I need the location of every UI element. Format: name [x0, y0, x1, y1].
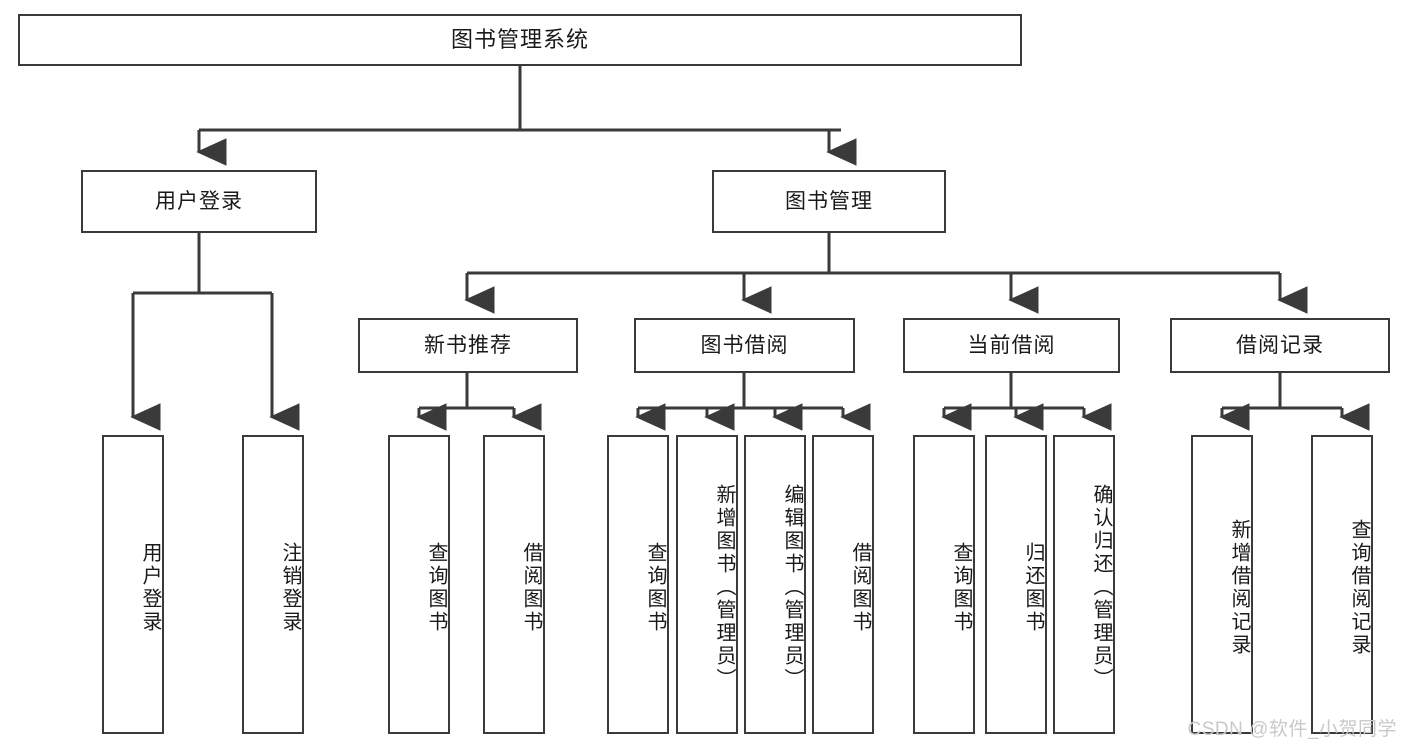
node-leaf-user-login[interactable]: 用户登录 — [102, 435, 164, 734]
node-new-book-rec-label: 新书推荐 — [424, 333, 512, 357]
node-leaf-borrow-book-2[interactable]: 借阅图书 — [812, 435, 874, 734]
node-leaf-add-book-label: 新增图书（管理员） — [713, 484, 735, 691]
node-root-label: 图书管理系统 — [450, 26, 589, 52]
node-book-borrow-label: 图书借阅 — [700, 333, 789, 357]
node-user-login-label: 用户登录 — [155, 189, 243, 213]
node-leaf-add-record[interactable]: 新增借阅记录 — [1191, 435, 1253, 734]
node-leaf-query-book-2-label: 查询图书 — [644, 541, 666, 634]
node-leaf-user-login-label: 用户登录 — [139, 541, 161, 634]
node-leaf-query-book-1[interactable]: 查询图书 — [388, 435, 450, 734]
node-book-manage-label: 图书管理 — [785, 189, 873, 213]
node-leaf-logout-label: 注销登录 — [279, 541, 301, 634]
node-leaf-borrow-book-2-label: 借阅图书 — [849, 541, 871, 634]
node-leaf-query-record-label: 查询借阅记录 — [1348, 518, 1370, 657]
node-book-manage[interactable]: 图书管理 — [712, 170, 946, 233]
node-root[interactable]: 图书管理系统 — [18, 14, 1022, 66]
node-leaf-borrow-book-1-label: 借阅图书 — [520, 541, 542, 634]
node-borrow-record-label: 借阅记录 — [1236, 333, 1324, 357]
node-leaf-add-record-label: 新增借阅记录 — [1228, 518, 1250, 657]
node-leaf-query-book-1-label: 查询图书 — [425, 541, 447, 634]
node-leaf-query-book-2[interactable]: 查询图书 — [607, 435, 669, 734]
node-current-borrow-label: 当前借阅 — [967, 333, 1056, 357]
node-leaf-edit-book-label: 编辑图书（管理员） — [781, 484, 803, 691]
node-current-borrow[interactable]: 当前借阅 — [903, 318, 1120, 373]
node-leaf-logout[interactable]: 注销登录 — [242, 435, 304, 734]
node-leaf-confirm-return-label: 确认归还（管理员） — [1090, 484, 1112, 691]
node-borrow-record[interactable]: 借阅记录 — [1170, 318, 1390, 373]
node-leaf-borrow-book-1[interactable]: 借阅图书 — [483, 435, 545, 734]
node-leaf-query-book-3-label: 查询图书 — [950, 541, 972, 634]
node-new-book-rec[interactable]: 新书推荐 — [358, 318, 578, 373]
node-leaf-add-book[interactable]: 新增图书（管理员） — [676, 435, 738, 734]
node-user-login[interactable]: 用户登录 — [81, 170, 317, 233]
node-leaf-return-book[interactable]: 归还图书 — [985, 435, 1047, 734]
node-leaf-query-book-3[interactable]: 查询图书 — [913, 435, 975, 734]
node-leaf-return-book-label: 归还图书 — [1022, 541, 1044, 634]
node-leaf-query-record[interactable]: 查询借阅记录 — [1311, 435, 1373, 734]
node-leaf-edit-book[interactable]: 编辑图书（管理员） — [744, 435, 806, 734]
watermark: CSDN @软件_小贺同学 — [1187, 719, 1397, 740]
node-book-borrow[interactable]: 图书借阅 — [634, 318, 855, 373]
node-leaf-confirm-return[interactable]: 确认归还（管理员） — [1053, 435, 1115, 734]
